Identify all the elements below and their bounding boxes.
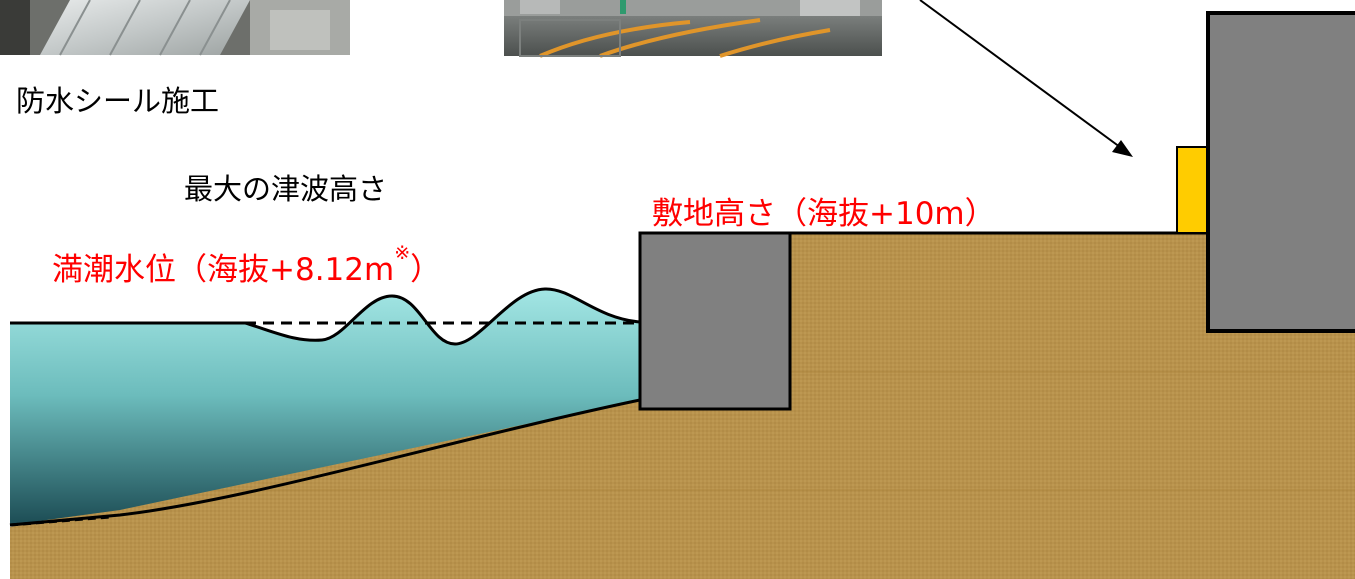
seal-photo: [0, 0, 350, 56]
tide-level-label: 満潮水位（海抜+8.12m※）: [52, 242, 442, 289]
tide-level-close: ）: [410, 252, 442, 288]
floor-photo: [504, 0, 882, 58]
seabed-line: [9, 398, 641, 527]
tide-level-main: 満潮水位（海抜+8.12m: [52, 252, 395, 288]
seal-caption: 防水シール施工: [16, 84, 220, 118]
site-height-label: 敷地高さ（海抜+10m）: [652, 196, 996, 232]
waterproof-door: [1176, 146, 1208, 234]
seawall-block: [638, 231, 792, 411]
tide-level-note-mark: ※: [394, 242, 411, 264]
seabed-dashed-line: [9, 515, 111, 527]
sea-water: [10, 288, 640, 525]
pointer-arrow-icon: [919, 0, 1133, 157]
max-tsunami-label: 最大の津波高さ: [184, 172, 388, 206]
building-block: [1206, 11, 1355, 333]
tsunami-wave-line: [10, 287, 641, 346]
